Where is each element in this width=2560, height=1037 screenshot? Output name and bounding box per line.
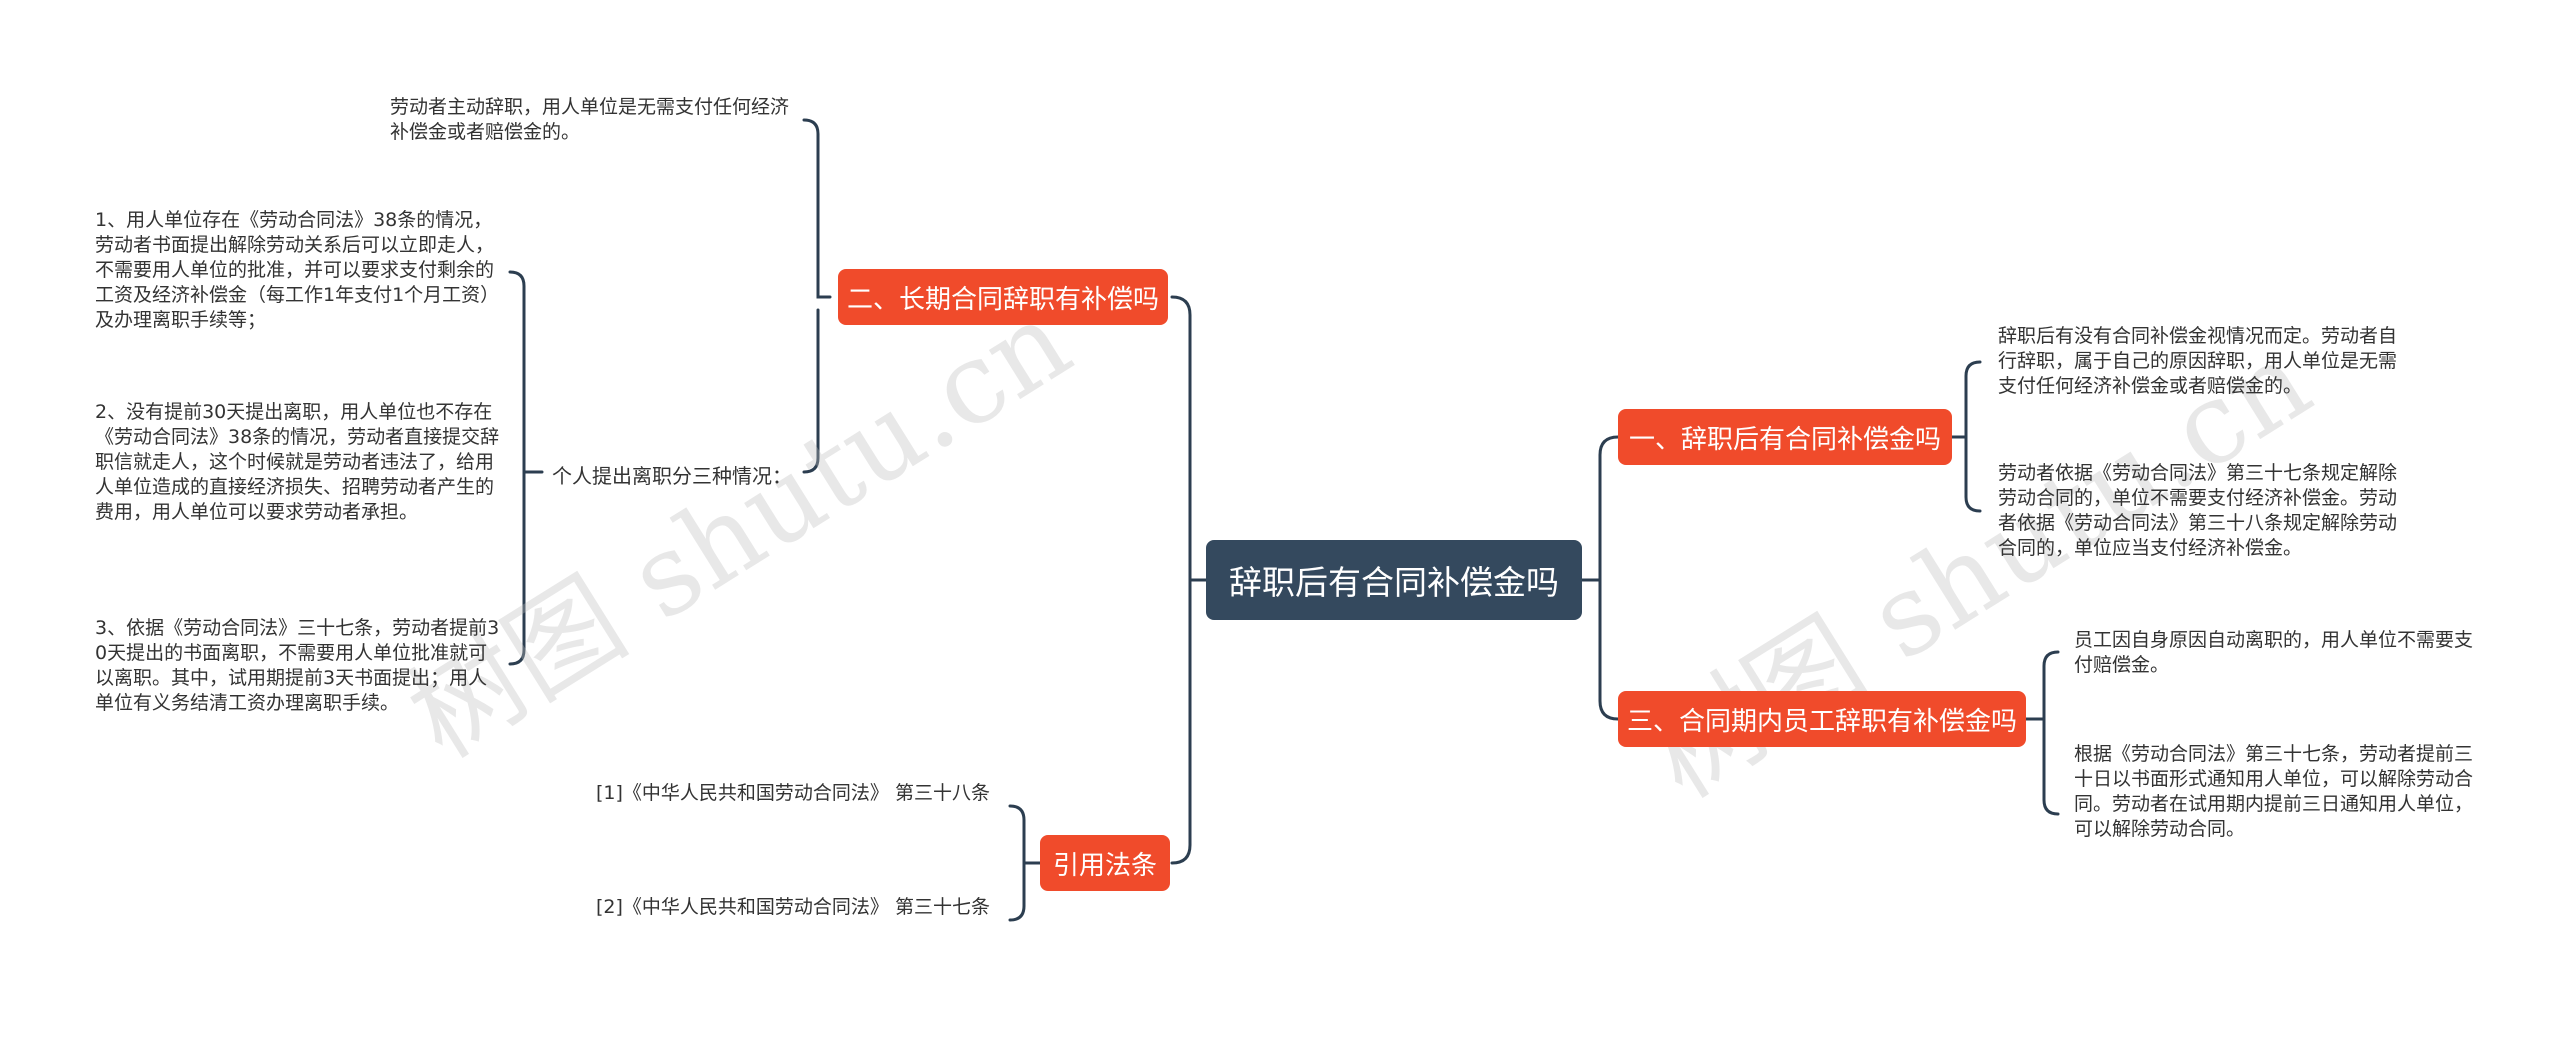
leaf-sub-1: 1、用人单位存在《劳动合同法》38条的情况，劳动者书面提出解除劳动关系后可以立即… <box>95 209 500 331</box>
leaf-b1-2: 劳动者依据《劳动合同法》第三十七条规定解除劳动合同的，单位不需要支付经济补偿金。… <box>1998 462 2398 559</box>
leaf-b1-1: 辞职后有没有合同补偿金视情况而定。劳动者自行辞职，属于自己的原因辞职，用人单位是… <box>1998 325 2398 397</box>
sub-node-three-cases[interactable]: 个人提出离职分三种情况： <box>552 464 792 488</box>
branch-node-4[interactable]: 引用法条 <box>1040 835 1170 891</box>
leaf-sub-3: 3、依据《劳动合同法》三十七条，劳动者提前30天提出的书面离职，不需要用人单位批… <box>95 617 500 714</box>
root-node[interactable]: 辞职后有合同补偿金吗 <box>1206 540 1582 620</box>
connector-b4 <box>1008 804 1042 922</box>
leaf-b3-1: 员工因自身原因自动离职的，用人单位不需要支付赔偿金。 <box>2074 629 2474 676</box>
leaf-sub-2: 2、没有提前30天提出离职，用人单位也不存在《劳动合同法》38条的情况，劳动者直… <box>95 401 500 523</box>
branch-node-2[interactable]: 二、长期合同辞职有补偿吗 <box>838 269 1168 325</box>
leaf-b4-2: [2]《中华人民共和国劳动合同法》 第三十七条 <box>596 896 990 918</box>
leaf-b2-top: 劳动者主动辞职，用人单位是无需支付任何经济补偿金或者赔偿金的。 <box>390 96 790 143</box>
connector-left-trunk <box>1170 295 1192 865</box>
connector-b3 <box>2024 650 2060 816</box>
branch-node-1[interactable]: 一、辞职后有合同补偿金吗 <box>1618 409 1952 465</box>
connector-sub <box>508 270 544 666</box>
connector-b2 <box>802 118 832 474</box>
leaf-b3-2: 根据《劳动合同法》第三十七条，劳动者提前三十日以书面形式通知用人单位，可以解除劳… <box>2074 743 2474 840</box>
leaf-b4-1: [1]《中华人民共和国劳动合同法》 第三十八条 <box>596 782 990 804</box>
connector-b1 <box>1950 360 1982 513</box>
branch-node-3[interactable]: 三、合同期内员工辞职有补偿金吗 <box>1618 691 2026 747</box>
connector-right-trunk <box>1598 435 1620 721</box>
